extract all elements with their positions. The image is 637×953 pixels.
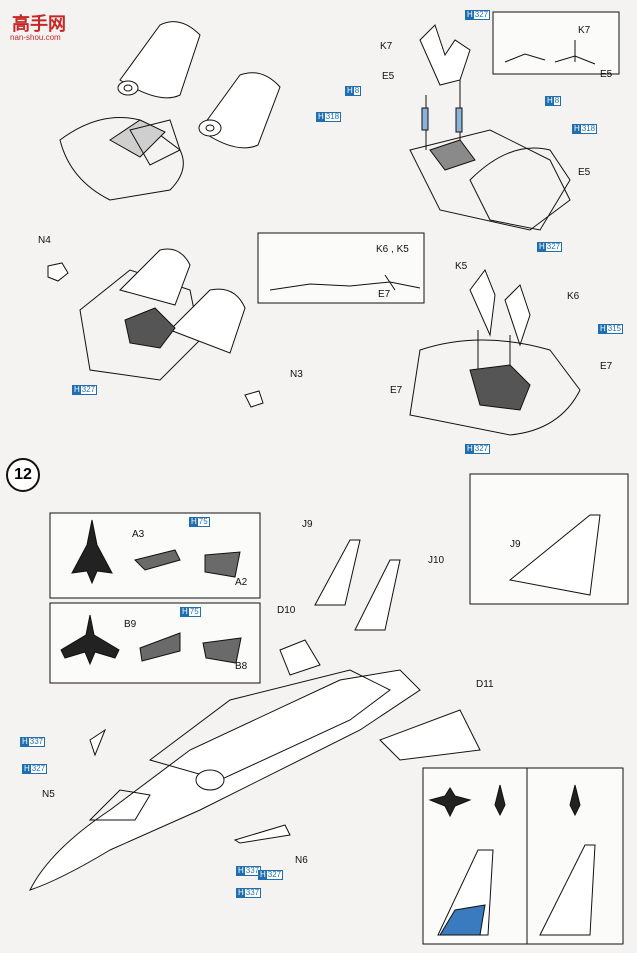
nozzle-group-top-right (409, 24, 571, 231)
part-label-k6-k5-inset: K6 , K5 (376, 244, 409, 255)
watermark-url: nan-shou.com (10, 33, 61, 42)
part-label-b9: B9 (124, 619, 137, 630)
part-label-k6: K6 (567, 291, 580, 302)
site-watermark: 高手网 nan-shou.com (4, 4, 74, 42)
part-label-a3: A3 (132, 529, 145, 540)
part-label-n3: N3 (290, 369, 303, 380)
part-label-j9-inset: J9 (510, 539, 521, 550)
part-label-e5: E5 (382, 71, 395, 82)
part-label-e7-left: E7 (390, 385, 403, 396)
nozzle-group-top-left (59, 21, 281, 201)
step-number-badge: 12 (6, 458, 40, 492)
part-label-e5-right: E5 (578, 167, 591, 178)
part-label-d11: D11 (476, 679, 494, 690)
part-label-j10: J10 (428, 555, 445, 566)
part-label-a2: A2 (235, 577, 248, 588)
part-label-k5: K5 (455, 261, 468, 272)
part-label-e7-right: E7 (600, 361, 613, 372)
tail-group-mid-right (409, 268, 581, 436)
part-label-b8: B8 (235, 661, 248, 672)
part-label-k7: K7 (380, 41, 393, 52)
nozzle-group-mid-left (47, 248, 264, 408)
part-label-n5: N5 (42, 789, 55, 800)
part-label-n6: N6 (295, 855, 308, 866)
part-label-k7-inset: K7 (578, 25, 591, 36)
part-label-j9: J9 (302, 519, 313, 530)
watermark-title: 高手网 (12, 14, 66, 34)
part-label-e7-inset: E7 (378, 289, 391, 300)
part-label-e5-inset: E5 (600, 69, 613, 80)
fuselage (29, 639, 481, 891)
part-label-d10: D10 (277, 605, 296, 616)
part-label-n4: N4 (38, 235, 51, 246)
